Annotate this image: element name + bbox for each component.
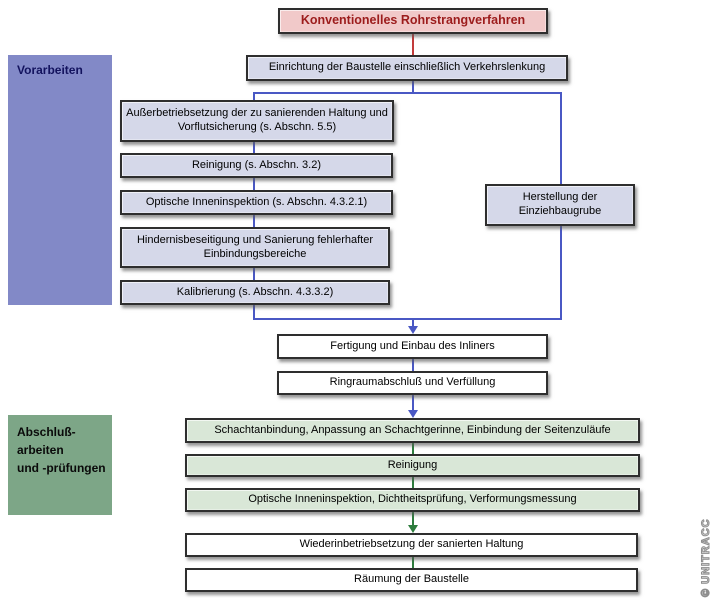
connector-einrichtung-stub <box>412 81 414 93</box>
step-reinigung-vorarbeiten: Reinigung (s. Abschn. 3.2) <box>120 153 393 178</box>
step-wiederinbetriebsetzung: Wiederinbetriebsetzung der sanierten Hal… <box>185 533 638 557</box>
step-ausserbetriebsetzung: Außerbetriebsetzung der zu sanierenden H… <box>120 100 394 142</box>
step-raeumung-baustelle: Räumung der Baustelle <box>185 568 638 592</box>
step-kalibrierung: Kalibrierung (s. Abschn. 4.3.3.2) <box>120 280 390 305</box>
step-einrichtung-baustelle: Einrichtung der Baustelle einschließlich… <box>246 55 568 81</box>
step-optische-inneninspektion-vorarbeiten: Optische Inneninspektion (s. Abschn. 4.3… <box>120 190 393 215</box>
step-fertigung-einbau-inliner: Fertigung und Einbau des Inliners <box>277 334 548 359</box>
connector-branch-merge <box>253 318 562 320</box>
unitracc-watermark: © UNITRACC <box>700 518 713 598</box>
connector-title-to-einrichtung <box>412 34 414 55</box>
section-label-vorarbeiten: Vorarbeiten <box>8 55 112 305</box>
connector-wieder-to-raeumung <box>412 557 414 569</box>
arrow-down-icon <box>408 525 418 533</box>
flowchart-title-box: Konventionelles Rohrstrangverfahren <box>278 8 548 34</box>
connector-branch-top <box>253 92 562 94</box>
step-hindernisbeseitigung: Hindernisbeseitigung und Sanierung fehle… <box>120 227 390 268</box>
step-ringraumabschluss: Ringraumabschluß und Verfüllung <box>277 371 548 395</box>
connector-schacht-to-reinigung <box>412 443 414 455</box>
connector-reinigung-to-inspektion <box>412 477 414 489</box>
arrow-down-icon <box>408 326 418 334</box>
step-herstellung-einziehbaugrube: Herstellung der Einziehbaugrube <box>485 184 635 226</box>
step-schachtanbindung: Schachtanbindung, Anpassung an Schachtge… <box>185 418 640 443</box>
step-reinigung-abschluss: Reinigung <box>185 454 640 477</box>
step-optische-inneninspektion-abschluss: Optische Inneninspektion, Dichtheitsprüf… <box>185 488 640 512</box>
connector-fertigung-to-ringraum <box>412 359 414 372</box>
arrow-down-icon <box>408 410 418 418</box>
connector-inspektion-to-wieder <box>412 512 414 526</box>
section-label-abschlussarbeiten: Abschluß- arbeiten und -prüfungen <box>8 415 112 515</box>
connector-ringraum-to-schacht <box>412 395 414 411</box>
connector-merge-to-fertigung <box>412 318 414 328</box>
